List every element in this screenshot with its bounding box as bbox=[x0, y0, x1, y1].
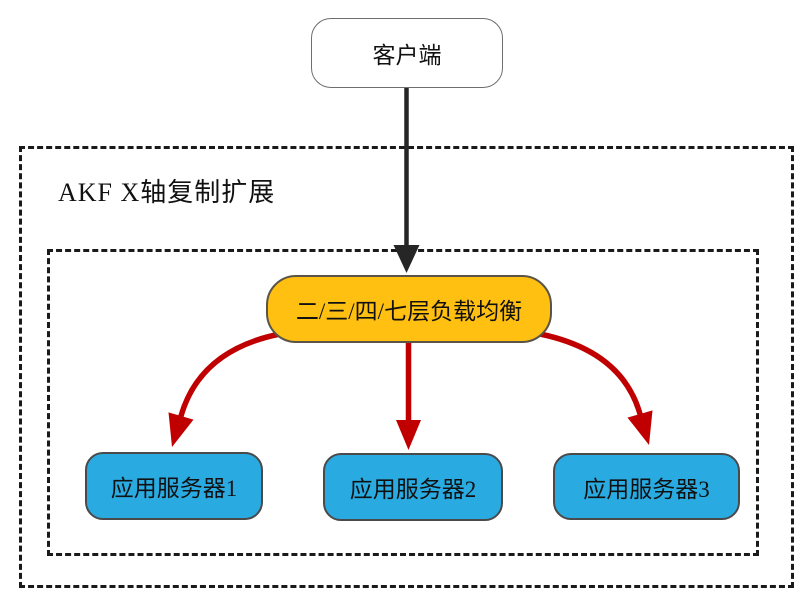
app-server-3-label: 应用服务器3 bbox=[583, 476, 710, 502]
client-node: 客户端 bbox=[311, 18, 503, 88]
app-server-3-node: 应用服务器3 bbox=[553, 453, 740, 520]
app-server-1-label: 应用服务器1 bbox=[110, 476, 238, 501]
group-title: AKF X轴复制扩展 bbox=[58, 178, 276, 207]
app-server-2-node: 应用服务器2 bbox=[323, 453, 503, 521]
app-server-1-node: 应用服务器1 bbox=[85, 452, 263, 520]
load-balancer-node-label: 二/三/四/七层负载均衡 bbox=[295, 299, 523, 324]
load-balancer-node: 二/三/四/七层负载均衡 bbox=[266, 275, 552, 343]
client-node-label: 客户端 bbox=[372, 43, 442, 68]
app-server-2-label: 应用服务器2 bbox=[349, 477, 477, 502]
